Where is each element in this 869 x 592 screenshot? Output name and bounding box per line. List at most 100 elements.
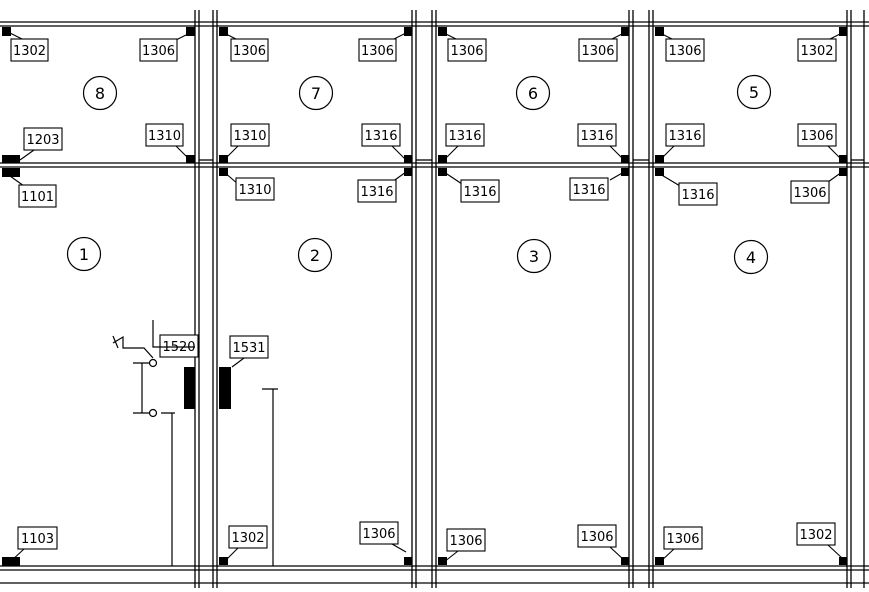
leader-line-14 xyxy=(659,145,675,161)
corner-mount-0 xyxy=(2,27,11,36)
corner-mount-12 xyxy=(655,27,664,36)
panel-number: 3 xyxy=(529,247,539,266)
corner-mount-3 xyxy=(186,155,195,163)
corner-mount-8 xyxy=(438,27,447,36)
part-code: 1306 xyxy=(793,186,826,201)
corner-mount-22 xyxy=(438,168,447,176)
corner-mount-9 xyxy=(621,27,629,36)
part-label-30: 1306 xyxy=(663,526,703,550)
corner-mount-21 xyxy=(404,557,412,565)
panel-number: 4 xyxy=(746,248,756,267)
leader-line-16 xyxy=(9,175,25,187)
part-code: 1310 xyxy=(148,129,181,144)
corner-mounts xyxy=(2,27,847,566)
corner-mount-27 xyxy=(839,168,847,176)
corner-mount-14 xyxy=(655,155,664,163)
corner-mount-29 xyxy=(839,557,847,565)
panel-marker-8: 4 xyxy=(733,239,769,275)
part-code: 1302 xyxy=(13,44,46,59)
corner-mount-2 xyxy=(2,155,20,163)
corner-mount-28 xyxy=(655,557,664,565)
part-label-26: 1306 xyxy=(446,528,486,552)
corner-mount-15 xyxy=(839,155,847,163)
part-code: 1101 xyxy=(21,190,54,205)
corner-mount-16 xyxy=(2,168,20,177)
part-label-15: 1306 xyxy=(797,123,837,147)
part-label-0: 1302 xyxy=(10,38,49,62)
part-code: 1316 xyxy=(580,129,613,144)
corner-mount-20 xyxy=(219,557,228,565)
part-code: 1306 xyxy=(800,129,833,144)
part-label-3: 1310 xyxy=(145,123,184,147)
part-code: 1306 xyxy=(233,44,266,59)
corner-mount-4 xyxy=(219,27,228,36)
part-label-1: 1306 xyxy=(139,38,178,62)
leader-line-17 xyxy=(9,548,25,563)
part-code: 1316 xyxy=(681,188,714,203)
corner-mount-6 xyxy=(219,155,228,163)
part-code: 1306 xyxy=(581,44,614,59)
part-code: 1306 xyxy=(668,44,701,59)
part-code: 1306 xyxy=(450,44,483,59)
part-code: 1306 xyxy=(142,44,175,59)
part-label-25: 1316 xyxy=(569,177,609,201)
part-code: 1302 xyxy=(231,531,264,546)
panel-marker-7: 3 xyxy=(516,238,552,274)
part-label-31: 1302 xyxy=(796,522,836,546)
leader-line-21 xyxy=(231,357,245,368)
part-label-6: 1310 xyxy=(230,123,270,147)
leader-line-3 xyxy=(175,145,191,161)
part-label-22: 1302 xyxy=(228,525,268,549)
panel-marker-2: 7 xyxy=(298,75,334,111)
leader-line-30 xyxy=(659,548,675,563)
leader-line-7 xyxy=(391,145,407,161)
part-label-17: 1103 xyxy=(17,526,58,550)
part-label-10: 1316 xyxy=(445,123,485,147)
panel-number: 7 xyxy=(311,84,321,103)
part-code: 1316 xyxy=(360,185,393,200)
corner-mount-25 xyxy=(621,557,629,565)
part-label-11: 1316 xyxy=(577,123,617,147)
corner-mount-5 xyxy=(404,27,412,36)
part-label-23: 1306 xyxy=(359,521,399,545)
part-code: 1306 xyxy=(362,527,395,542)
part-code: 1306 xyxy=(666,532,699,547)
part-code: 1316 xyxy=(572,183,605,198)
leader-line-31 xyxy=(827,544,843,559)
part-code: 1316 xyxy=(364,129,397,144)
panel-marker-3: 6 xyxy=(515,75,551,111)
leader-line-1 xyxy=(175,32,191,41)
part-label-16: 1101 xyxy=(18,184,57,208)
corner-mount-18 xyxy=(219,168,228,176)
panel-number: 8 xyxy=(95,84,105,103)
part-label-18: 1520 xyxy=(159,334,199,358)
part-code: 1306 xyxy=(361,44,394,59)
part-label-19: 1310 xyxy=(235,177,275,201)
corner-mount-13 xyxy=(839,27,847,36)
part-code: 1316 xyxy=(463,185,496,200)
corner-mount-19 xyxy=(404,168,412,176)
part-code: 1306 xyxy=(580,530,613,545)
part-label-24: 1316 xyxy=(460,179,500,203)
part-label-7: 1316 xyxy=(361,123,401,147)
leader-line-23 xyxy=(391,543,407,553)
corner-mount-10 xyxy=(438,155,447,163)
frame-lines xyxy=(0,10,869,588)
corner-mount-1 xyxy=(186,27,195,36)
part-code: 1316 xyxy=(448,129,481,144)
panel-marker-5: 1 xyxy=(66,236,102,272)
part-code: 1316 xyxy=(668,129,701,144)
corner-mount-26 xyxy=(655,168,664,176)
panel-marker-6: 2 xyxy=(297,237,333,273)
leader-lines xyxy=(9,32,843,563)
part-label-28: 1316 xyxy=(678,182,718,206)
panel-number: 1 xyxy=(79,245,89,264)
panel-number: 2 xyxy=(310,246,320,265)
leader-line-28 xyxy=(659,173,681,187)
leader-line-11 xyxy=(609,145,625,161)
part-label-9: 1306 xyxy=(578,38,618,62)
